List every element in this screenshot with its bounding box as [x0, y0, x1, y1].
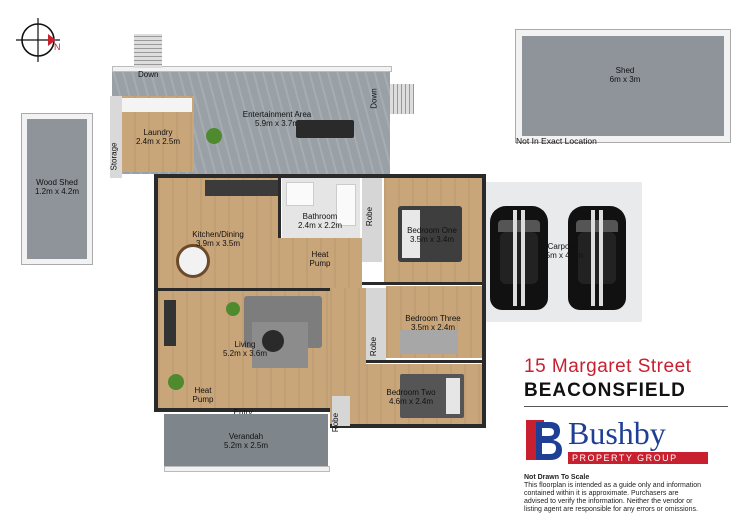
carport-label: Carport 5.5m x 4.5m — [538, 242, 583, 260]
brand-name: Bushby — [568, 415, 666, 451]
coffee-table — [262, 330, 284, 352]
svg-text:N: N — [54, 42, 61, 52]
living-label: Living 5.2m x 3.6m — [222, 340, 267, 358]
robe-1 — [362, 178, 382, 262]
robe-label-3: Robe — [331, 412, 341, 433]
street-address: 15 Margaret Street — [524, 356, 692, 377]
outdoor-table — [296, 120, 354, 138]
disclaimer-line: This floorplan is intended as a guide on… — [524, 482, 702, 489]
bedroom-one-label: Bedroom One 3.5m x 3.4m — [407, 226, 457, 244]
bedroom-three-label: Bedroom Three 3.5m x 2.4m — [405, 314, 461, 332]
disclaimer-line: listing agent are responsible for any er… — [524, 506, 698, 513]
compass: N — [14, 16, 62, 64]
laundry-label: Laundry 2.4m x 2.5m — [135, 128, 180, 146]
robe-label-1: Robe — [365, 206, 375, 227]
robe-2 — [366, 288, 386, 360]
stairs-right — [390, 84, 414, 114]
disclaimer-line: advised to verify the information. Neith… — [524, 498, 693, 505]
bedroom-two-label: Bedroom Two 4.6m x 2.4m — [386, 388, 436, 406]
plant-icon — [206, 128, 222, 144]
entry-label: Entry — [233, 408, 253, 417]
plant-icon — [168, 374, 184, 390]
stairs-down-label-2: Down — [369, 88, 379, 109]
storage — [110, 96, 122, 178]
north-arrow-icon: N — [16, 18, 61, 62]
verandah-label: Verandah 5.2m x 2.5m — [223, 432, 268, 450]
kitchen-bench — [205, 180, 281, 196]
hallway — [278, 238, 362, 288]
shed-label: Shed 6m x 3m — [609, 66, 641, 84]
stairs-left — [134, 34, 162, 68]
wood-shed — [22, 114, 92, 264]
stairs-down-label-1: Down — [138, 70, 159, 79]
bushby-mark-icon — [526, 420, 562, 460]
disclaimer-line: contained within it is approximate. Purc… — [524, 490, 679, 497]
car-2 — [568, 206, 626, 310]
wood-shed-label: Wood Shed 1.2m x 4.2m — [34, 178, 79, 196]
suburb: BEACONSFIELD — [524, 380, 686, 401]
shed — [516, 30, 730, 142]
divider — [524, 406, 728, 407]
brand-tagline-bar — [568, 452, 708, 464]
car-1 — [490, 206, 548, 310]
brand-logo: Bushby PROPERTY GROUP — [524, 416, 734, 468]
disclaimer: Not Drawn To Scale This floorplan is int… — [524, 474, 746, 514]
bathroom-label: Bathroom 2.4m x 2.2m — [297, 212, 342, 230]
dining-table — [176, 244, 210, 278]
verandah — [164, 414, 328, 470]
tv-unit — [164, 300, 176, 346]
robe-label-2: Robe — [369, 336, 379, 357]
plant-icon — [226, 302, 240, 316]
disclaimer-title: Not Drawn To Scale — [524, 474, 590, 481]
entertainment-area-label: Entertainment Area 5.9m x 3.7m — [242, 110, 312, 128]
bed-3 — [400, 330, 458, 354]
storage-label: Storage — [109, 142, 119, 171]
kitchen-dining-label: Kitchen/Dining 3.9m x 3.5m — [192, 230, 244, 248]
robe-3 — [332, 396, 350, 426]
shed-note: Not In Exact Location — [516, 136, 597, 146]
brand-tagline: PROPERTY GROUP — [572, 453, 678, 463]
